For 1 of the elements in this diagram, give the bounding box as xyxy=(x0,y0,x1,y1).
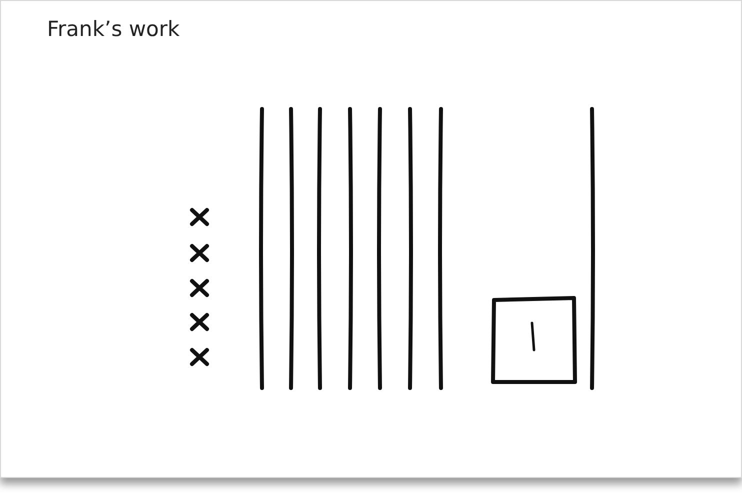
title: Frank’s work xyxy=(47,17,180,41)
